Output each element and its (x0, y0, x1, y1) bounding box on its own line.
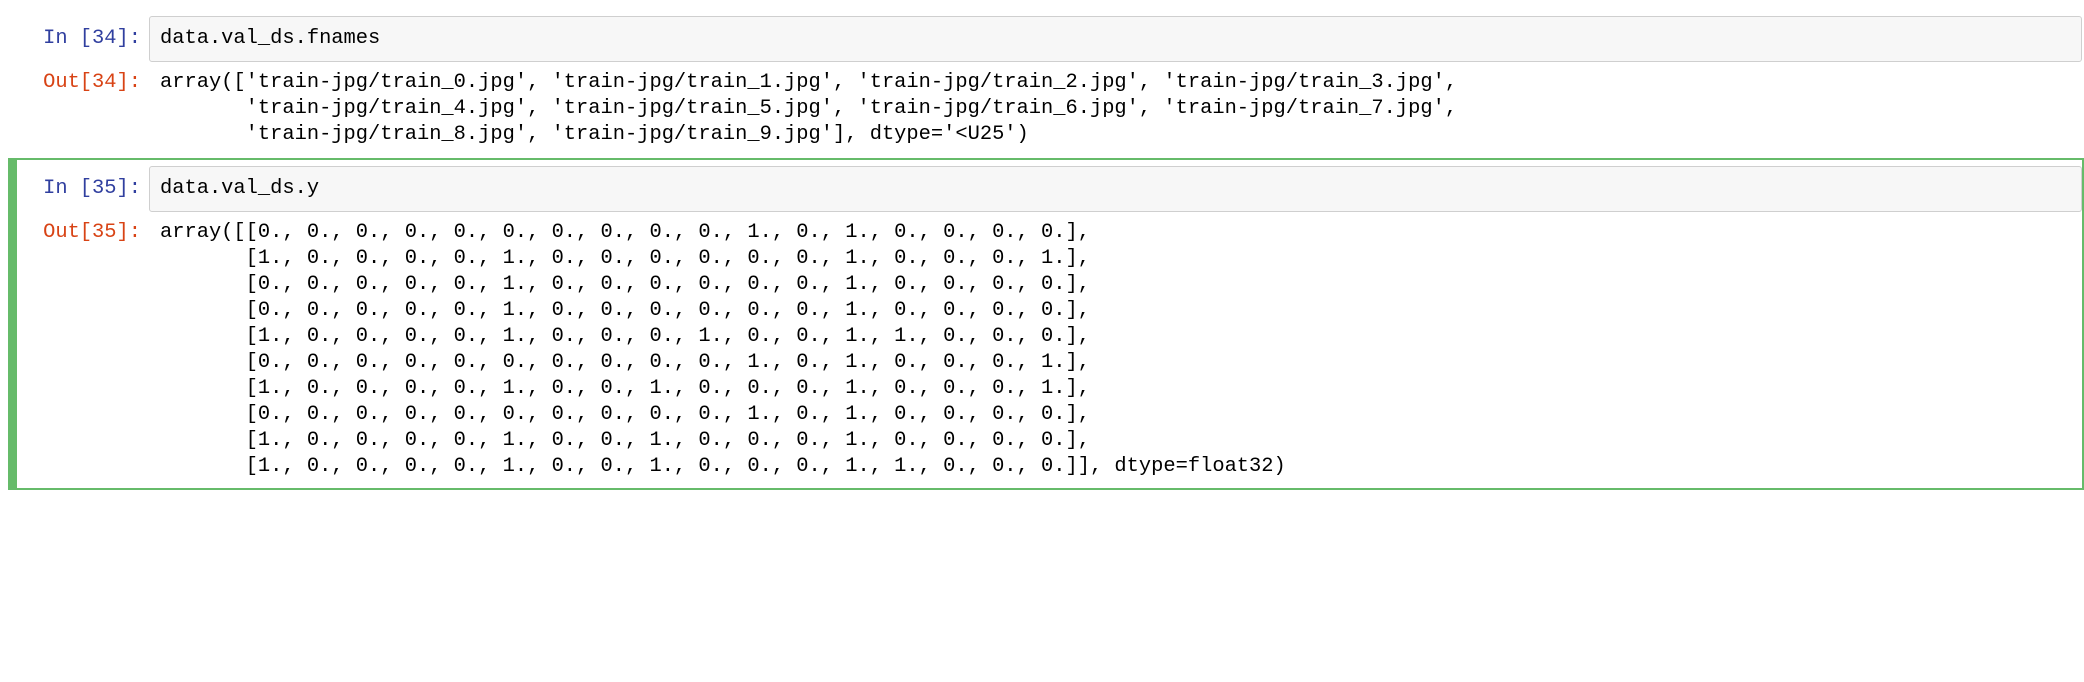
output-line: [1., 0., 0., 0., 0., 1., 0., 0., 1., 0.,… (160, 455, 1286, 478)
output-row: Out[35]: array([[0., 0., 0., 0., 0., 0.,… (17, 220, 2082, 480)
code-input[interactable]: data.val_ds.y (149, 166, 2082, 212)
output-line: [1., 0., 0., 0., 0., 1., 0., 0., 0., 0.,… (160, 247, 1090, 270)
code-input[interactable]: data.val_ds.fnames (149, 16, 2082, 62)
output-line: [1., 0., 0., 0., 0., 1., 0., 0., 0., 1.,… (160, 325, 1090, 348)
output-line: [0., 0., 0., 0., 0., 1., 0., 0., 0., 0.,… (160, 299, 1090, 322)
output-line: 'train-jpg/train_8.jpg', 'train-jpg/trai… (160, 123, 1029, 146)
output-line: 'train-jpg/train_4.jpg', 'train-jpg/trai… (160, 97, 1458, 120)
input-row: In [34]: data.val_ds.fnames (17, 16, 2082, 62)
output-row: Out[34]: array(['train-jpg/train_0.jpg',… (17, 70, 2082, 148)
output-line: [1., 0., 0., 0., 0., 1., 0., 0., 1., 0.,… (160, 429, 1090, 452)
output-prompt: Out[35]: (43, 221, 141, 244)
output-line: [0., 0., 0., 0., 0., 1., 0., 0., 0., 0.,… (160, 273, 1090, 296)
output-line: [0., 0., 0., 0., 0., 0., 0., 0., 0., 0.,… (160, 351, 1090, 374)
notebook-cell-34[interactable]: In [34]: data.val_ds.fnames Out[34]: arr… (8, 8, 2084, 158)
output-line: [1., 0., 0., 0., 0., 1., 0., 0., 1., 0.,… (160, 377, 1090, 400)
code-text[interactable]: data.val_ds.y (160, 177, 320, 200)
output-area: array([[0., 0., 0., 0., 0., 0., 0., 0., … (149, 220, 2082, 480)
output-line: array(['train-jpg/train_0.jpg', 'train-j… (160, 71, 1458, 94)
notebook-cell-35-selected[interactable]: In [35]: data.val_ds.y Out[35]: array([[… (8, 158, 2084, 490)
input-prompt: In [34]: (43, 27, 141, 50)
output-prompt: Out[34]: (43, 71, 141, 94)
code-text[interactable]: data.val_ds.fnames (160, 27, 381, 50)
output-area: array(['train-jpg/train_0.jpg', 'train-j… (149, 70, 2082, 148)
output-line: [0., 0., 0., 0., 0., 0., 0., 0., 0., 0.,… (160, 403, 1090, 426)
input-prompt: In [35]: (43, 177, 141, 200)
output-line: array([[0., 0., 0., 0., 0., 0., 0., 0., … (160, 221, 1090, 244)
input-row: In [35]: data.val_ds.y (17, 166, 2082, 212)
